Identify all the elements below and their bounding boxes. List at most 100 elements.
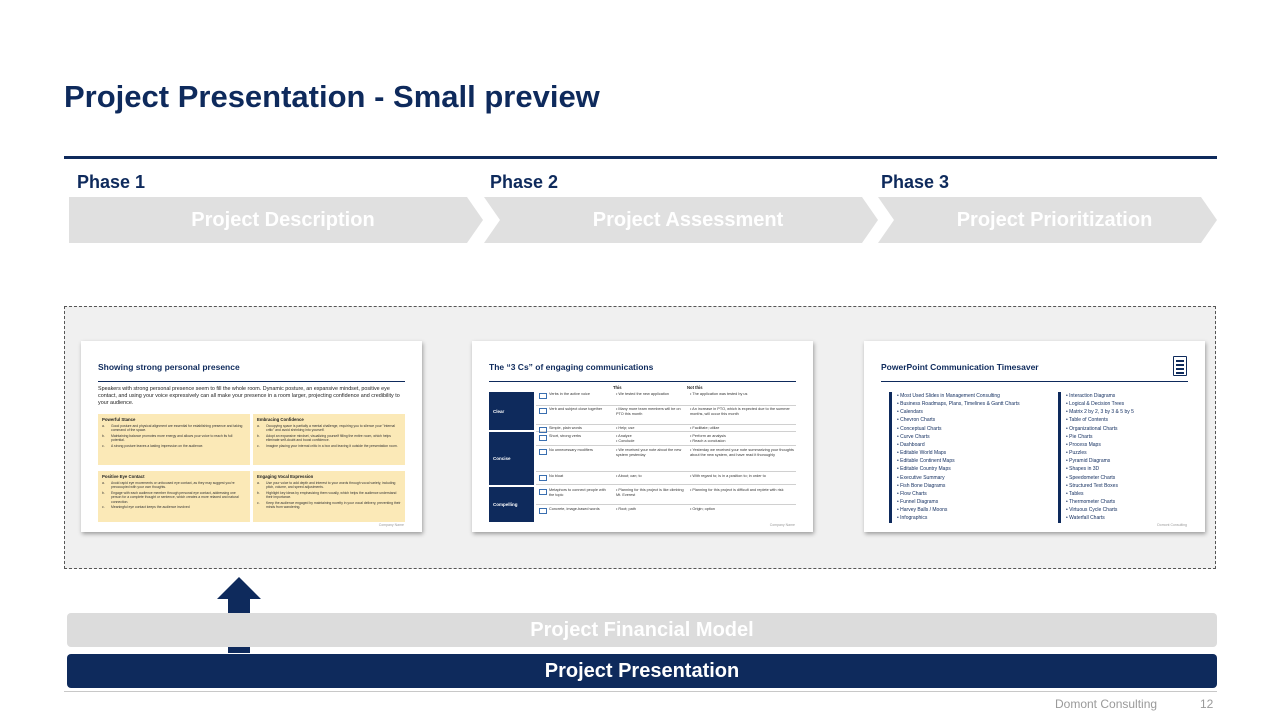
footer-company: Domont Consulting [1055, 697, 1158, 711]
quadrant-heading: Powerful Stance [102, 417, 136, 422]
list-item: • Conceptual Charts [897, 425, 942, 432]
item-text: Avoid rapid eye movements or unfocused e… [111, 481, 235, 490]
item-text: Good posture and physical alignment are … [111, 424, 243, 433]
item-key: c. [102, 443, 105, 448]
this-cell: • We received your note about the new sy… [616, 448, 682, 457]
item-text: Imagine placing your internal critic in … [266, 443, 398, 448]
rule-cell: Verb and subject close together [549, 407, 603, 411]
quadrant-item: b.Engage with each audience member throu… [102, 491, 246, 504]
list-item: • Editable Continent Maps [897, 458, 955, 465]
list-item: • Calendars [897, 409, 923, 416]
rule-cell: Short, strong verbs [549, 434, 582, 438]
item-text: Adopt an expansive mindset, visualizing … [266, 433, 391, 443]
list-item: • Puzzles [1066, 450, 1087, 457]
slide-footer: Company Name [378, 523, 404, 527]
list-item: • Organizational Charts [1066, 425, 1118, 432]
list-item: • Logical & Decision Trees [1066, 401, 1125, 408]
chevron-project-assessment: Project Assessment [484, 197, 878, 243]
list-item: • Business Roadmaps, Plans, Timelines & … [897, 401, 1020, 408]
table-row: Concrete, image-based words • Root; path… [536, 507, 796, 521]
rule-cell: No unnecessary modifiers [549, 448, 593, 452]
column-header-this: This [613, 385, 622, 390]
this-cell: • Root; path [616, 507, 636, 511]
table-row: Verb and subject close together • Many m… [536, 407, 796, 425]
project-presentation-bar: Project Presentation [67, 654, 1217, 688]
item-text: A strong posture leaves a lasting impres… [111, 443, 204, 448]
timesaver-list-left: • Most Used Slides in Management Consult… [889, 392, 1039, 523]
quadrant-embracing-confidence: Embracing Confidence a.Occupying space i… [253, 414, 405, 465]
item-key: c. [257, 500, 260, 505]
this-cell: • Help; use [616, 426, 635, 430]
column-header-not-this: Not this [687, 385, 703, 390]
item-text: Occupying space is partially a mental ch… [266, 424, 395, 433]
list-item: • Structured Text Boxes [1066, 482, 1118, 489]
page-title: Project Presentation - Small preview [64, 79, 600, 114]
not-this-cell: • Origin; option [690, 507, 715, 511]
project-financial-model-bar: Project Financial Model [67, 613, 1217, 647]
slide-footer: Domont Consulting [1157, 523, 1187, 527]
quadrant-powerful-stance: Powerful Stance a. Good posture and physi… [98, 414, 250, 465]
slide-thumbnail-personal-presence[interactable]: Showing strong personal presence Speaker… [81, 341, 422, 532]
quadrant-item: a. Avoid rapid eye movements or unfocused… [102, 481, 246, 490]
phase-3-label: Phase 3 [881, 172, 950, 192]
rule-cell: Verbs in the active voice [549, 392, 590, 396]
checkbox-icon [539, 393, 547, 399]
item-key: b. [102, 433, 105, 438]
table-row: Verbs in the active voice • We tested th… [536, 392, 796, 406]
item-text: Maintaining balance promotes more energy… [111, 433, 233, 443]
item-key: a. [102, 481, 105, 485]
table-row: Short, strong verbs • Analyze • Conclude… [536, 434, 796, 446]
phase-1-label: Phase 1 [77, 172, 146, 192]
not-this-cell: • An increase in PTO, which is expected … [690, 407, 790, 416]
item-key: b. [257, 433, 260, 438]
item-text: Engage with each audience member through… [111, 490, 239, 504]
quadrant-heading: Positive Eye Contact [102, 474, 145, 479]
item-text: Meaningful eye contact keeps the audienc… [111, 505, 190, 510]
rule-cell: Metaphors to connect people with the top… [549, 488, 606, 497]
not-this-cell: • Facilitate; utilize [690, 426, 720, 430]
list-item: • Table of Contents [1066, 417, 1108, 424]
slide-rule [881, 381, 1188, 382]
quadrant-item: c.Keep the audience engaged by maintaini… [257, 501, 401, 510]
list-item: • Waterfall Charts [1066, 515, 1105, 522]
this-cell: • Analyze • Conclude [616, 434, 635, 443]
list-item: • Editable Country Maps [897, 466, 951, 473]
title-rule [64, 156, 1217, 159]
table-row: No unnecessary modifiers • We received y… [536, 448, 796, 472]
slide-thumbnail-three-cs[interactable]: The “3 Cs” of engaging communications Th… [472, 341, 813, 532]
quadrant-item: c. Imagine placing your internal critic i… [257, 444, 401, 448]
phase-2-label: Phase 2 [490, 172, 559, 192]
timesaver-list-right: • Interaction Diagrams • Logical & Decis… [1058, 392, 1205, 523]
list-item: • Pyramid Diagrams [1066, 458, 1111, 465]
quadrant-item: b. Adopt an expansive mindset, visualizin… [257, 434, 401, 443]
slide-thumbnail-timesaver[interactable]: PowerPoint Communication Timesaver • Mos… [864, 341, 1205, 532]
list-item: • Flow Charts [897, 490, 927, 497]
rule-cell: Simple, plain words [549, 426, 582, 430]
list-item: • Speedometer Charts [1066, 474, 1116, 481]
quadrant-item: b.Highlight key ideas by emphasizing the… [257, 491, 401, 500]
list-item: • Infographics [897, 515, 928, 522]
slide-rule [98, 381, 405, 382]
checkbox-icon [539, 435, 547, 441]
item-key: c. [257, 443, 260, 448]
checkbox-icon [539, 408, 547, 414]
this-cell: • Many more team members will be on PTO … [616, 407, 681, 416]
quadrant-item: a. Good posture and physical alignment ar… [102, 424, 246, 433]
quadrant-positive-eye-contact: Positive Eye Contact a. Avoid rapid eye m… [98, 471, 250, 522]
list-item: • Most Used Slides in Management Consult… [897, 393, 1000, 399]
quadrant-vocal-expression: Engaging Vocal Expression a.Use your voi… [253, 471, 405, 522]
item-text: Highlight key ideas by emphasizing them … [266, 490, 397, 500]
slide-rule [489, 381, 796, 382]
list-item: • Funnel Diagrams [897, 499, 939, 506]
quadrant-item: c.Meaningful eye contact keeps the audie… [102, 505, 246, 509]
checkbox-icon [539, 449, 547, 455]
rule-cell: No bloat [549, 474, 564, 478]
list-item: • Interaction Diagrams [1066, 393, 1116, 399]
not-this-cell: • Planning for this project is difficult… [690, 488, 784, 492]
item-key: a. [102, 424, 105, 428]
chevron-project-prioritization: Project Prioritization [878, 197, 1217, 243]
slide-preview-area: Showing strong personal presence Speaker… [64, 306, 1216, 569]
item-key: a. [257, 424, 260, 428]
list-item: • Fish Bone Diagrams [897, 482, 946, 489]
chevron-project-description: Project Description [69, 197, 483, 243]
